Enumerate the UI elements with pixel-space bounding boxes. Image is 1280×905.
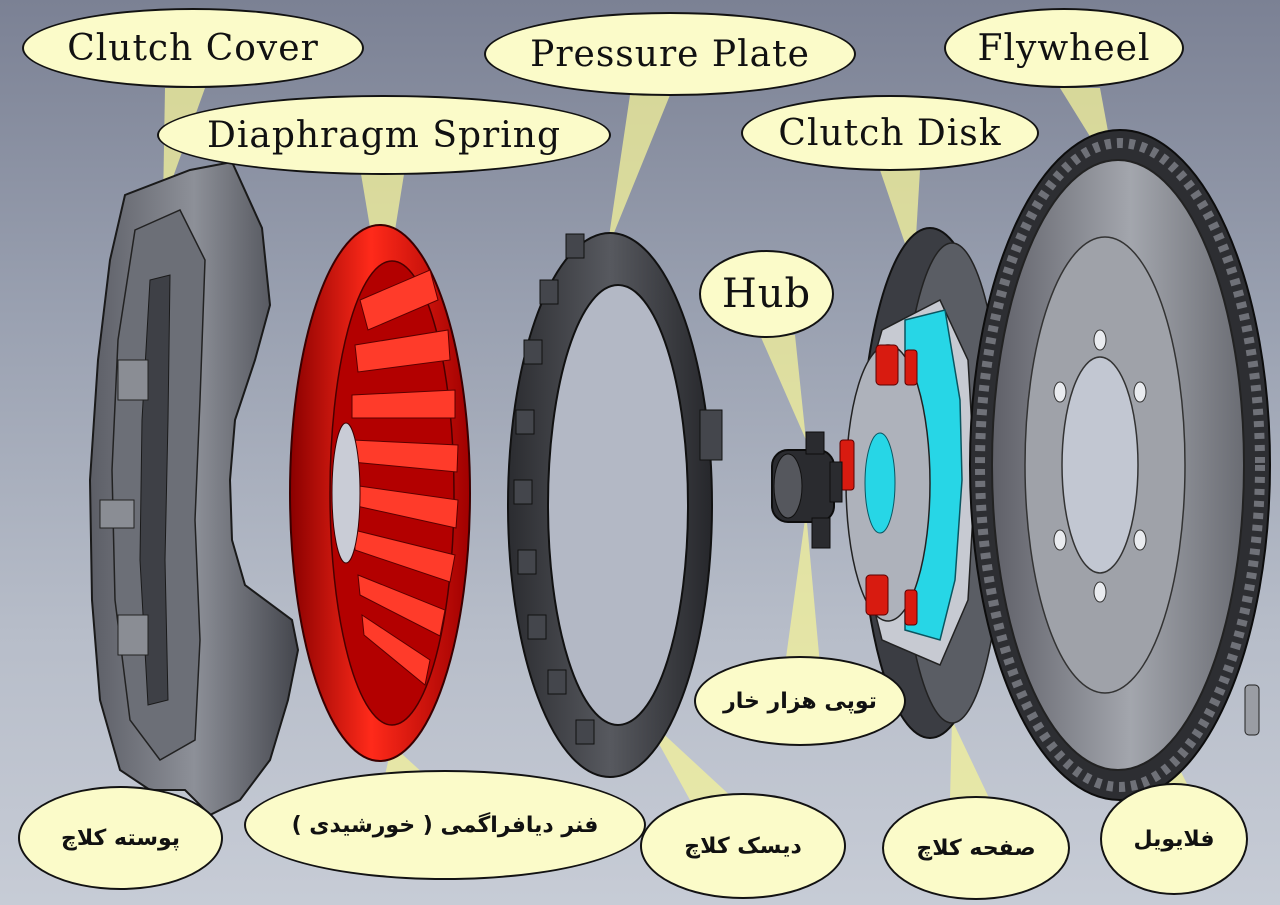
label-diaphragm-spring: Diaphragm Spring: [157, 95, 611, 175]
label-flywheel: Flywheel: [944, 8, 1184, 88]
label-diaphragm-spring-fa: فنر دیافراگمی ( خورشیدی ): [244, 770, 646, 880]
pressure-plate-part: [507, 232, 723, 778]
label-hub-fa: توپی هزار خار: [694, 656, 906, 746]
hub-part: [771, 431, 843, 549]
label-pressure-plate-fa: دیسک کلاچ: [640, 793, 846, 899]
label-clutch-cover: Clutch Cover: [22, 8, 364, 88]
diaphragm-spring-part: [289, 224, 471, 762]
label-pressure-plate: Pressure Plate: [484, 12, 856, 96]
label-flywheel-fa: فلایویل: [1100, 783, 1248, 895]
label-clutch-disk: Clutch Disk: [741, 95, 1039, 171]
label-hub: Hub: [699, 250, 834, 338]
label-clutch-disk-fa: صفحه کلاچ: [882, 796, 1070, 900]
label-clutch-cover-fa: پوسته کلاچ: [18, 786, 223, 890]
flywheel-part: [969, 129, 1271, 801]
clutch-cover-part: [88, 160, 300, 817]
